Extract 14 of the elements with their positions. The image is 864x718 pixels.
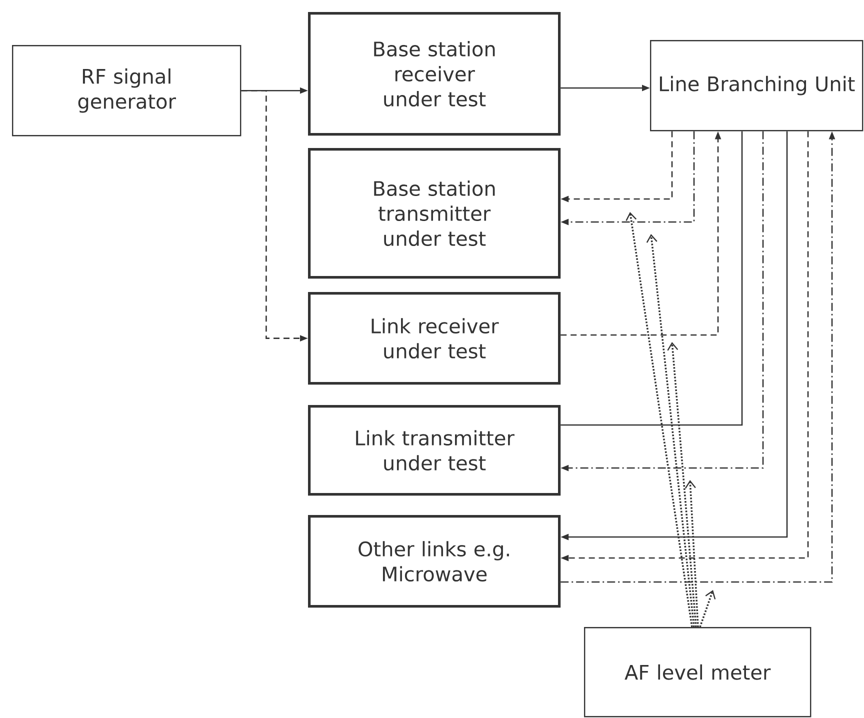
process-box: Other links e.g. Microwave <box>308 515 561 608</box>
probe-arrow <box>667 342 697 628</box>
process-box: RF signal generator <box>12 45 242 136</box>
process-box: AF level meter <box>584 627 812 718</box>
probe-arrow <box>626 212 693 628</box>
process-box: Link transmitter under test <box>308 405 561 496</box>
process-box: Link receiver under test <box>308 292 561 385</box>
process-box: Line Branching Unit <box>650 40 864 132</box>
connector-line <box>560 131 743 426</box>
probe-arrow <box>699 590 716 628</box>
probe-arrow <box>684 480 699 628</box>
probe-arrow <box>646 234 695 628</box>
process-box: Base station transmitter under test <box>308 148 561 279</box>
process-box: Base station receiver under test <box>308 12 561 136</box>
